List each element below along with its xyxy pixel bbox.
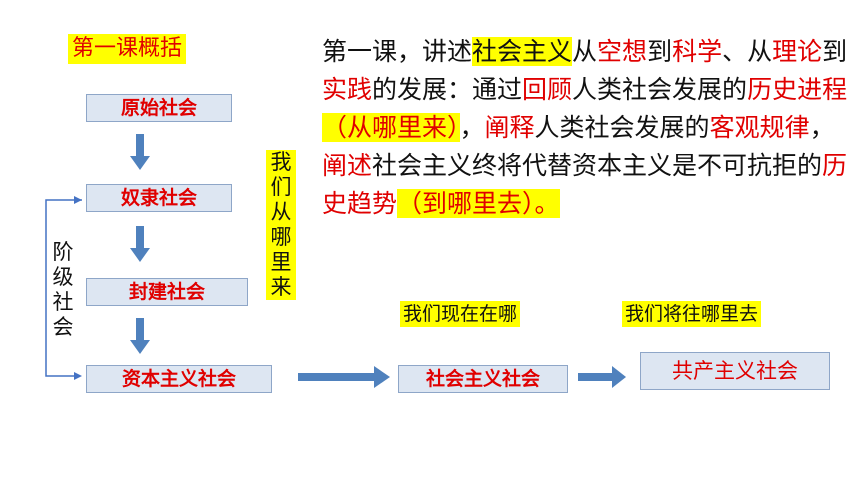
- where-now-label: 我们现在在哪: [400, 301, 521, 327]
- class-society-label: 阶级社会: [50, 240, 76, 340]
- where-from-label: 我们从哪里来: [266, 150, 296, 300]
- vertical-char: 里: [270, 250, 292, 274]
- paragraph-segment: ，: [809, 113, 835, 142]
- down-arrow: [130, 318, 150, 354]
- communist-society-box: 共产主义社会: [640, 352, 830, 390]
- where-going-label: 我们将往哪里去: [622, 301, 762, 327]
- stage-capitalist-society: 资本主义社会: [86, 365, 272, 393]
- summary-paragraph: 第一课，讲述社会主义从空想到科学、从理论到实践的发展：通过回顾人类社会发展的历史…: [322, 33, 852, 223]
- paragraph-segment: 人类社会发展的: [572, 75, 748, 104]
- paragraph-segment: 回顾: [522, 75, 573, 104]
- paragraph-segment: 阐释: [484, 113, 535, 142]
- vertical-char: 来: [270, 275, 292, 299]
- paragraph-segment: 实践: [322, 75, 373, 104]
- right-arrow: [298, 366, 390, 388]
- vertical-char: 阶: [52, 240, 74, 264]
- vertical-char: 会: [52, 315, 74, 339]
- paragraph-segment: 的发展：通过: [372, 75, 523, 104]
- paragraph-segment: 、从: [722, 37, 773, 66]
- vertical-char: 从: [270, 200, 292, 224]
- paragraph-segment: 到: [647, 37, 673, 66]
- class-bracket: [45, 199, 82, 377]
- paragraph-segment: 客观规律: [709, 113, 810, 142]
- stage-primitive-society: 原始社会: [86, 94, 232, 122]
- vertical-char: 我: [270, 150, 292, 174]
- paragraph-segment: 空想: [597, 37, 648, 66]
- paragraph-segment: 第一课，讲述: [322, 37, 473, 66]
- socialist-society-box: 社会主义社会: [398, 365, 568, 393]
- paragraph-segment: 历史进程: [747, 75, 848, 104]
- stage-slave-society: 奴隶社会: [86, 184, 232, 212]
- down-arrow: [130, 226, 150, 262]
- paragraph-segment: 科学: [672, 37, 723, 66]
- paragraph-segment: 从: [572, 37, 598, 66]
- paragraph-segment: 理论: [772, 37, 823, 66]
- vertical-char: 社: [52, 290, 74, 314]
- class-bracket-arrow-top: [74, 196, 82, 204]
- down-arrow: [130, 134, 150, 170]
- stage-feudal-society: 封建社会: [86, 278, 248, 306]
- paragraph-segment: 社会主义终将代替资本主义是不可抗拒的: [372, 151, 823, 180]
- paragraph-segment: ，: [459, 113, 485, 142]
- paragraph-segment: 阐述: [322, 151, 373, 180]
- paragraph-segment: 历史趋势: [322, 151, 848, 218]
- paragraph-segment: 人类社会发展的: [534, 113, 710, 142]
- paragraph-segment: （到哪里去）。: [397, 189, 560, 218]
- right-arrow: [578, 366, 626, 388]
- page-title: 第一课概括: [68, 34, 187, 64]
- paragraph-segment: 到: [822, 37, 848, 66]
- class-bracket-arrow-bottom: [74, 372, 82, 380]
- vertical-char: 级: [52, 265, 74, 289]
- paragraph-segment: （从哪里来）: [322, 113, 460, 142]
- vertical-char: 哪: [270, 225, 292, 249]
- vertical-char: 们: [270, 175, 292, 199]
- paragraph-segment: 社会主义: [472, 37, 573, 66]
